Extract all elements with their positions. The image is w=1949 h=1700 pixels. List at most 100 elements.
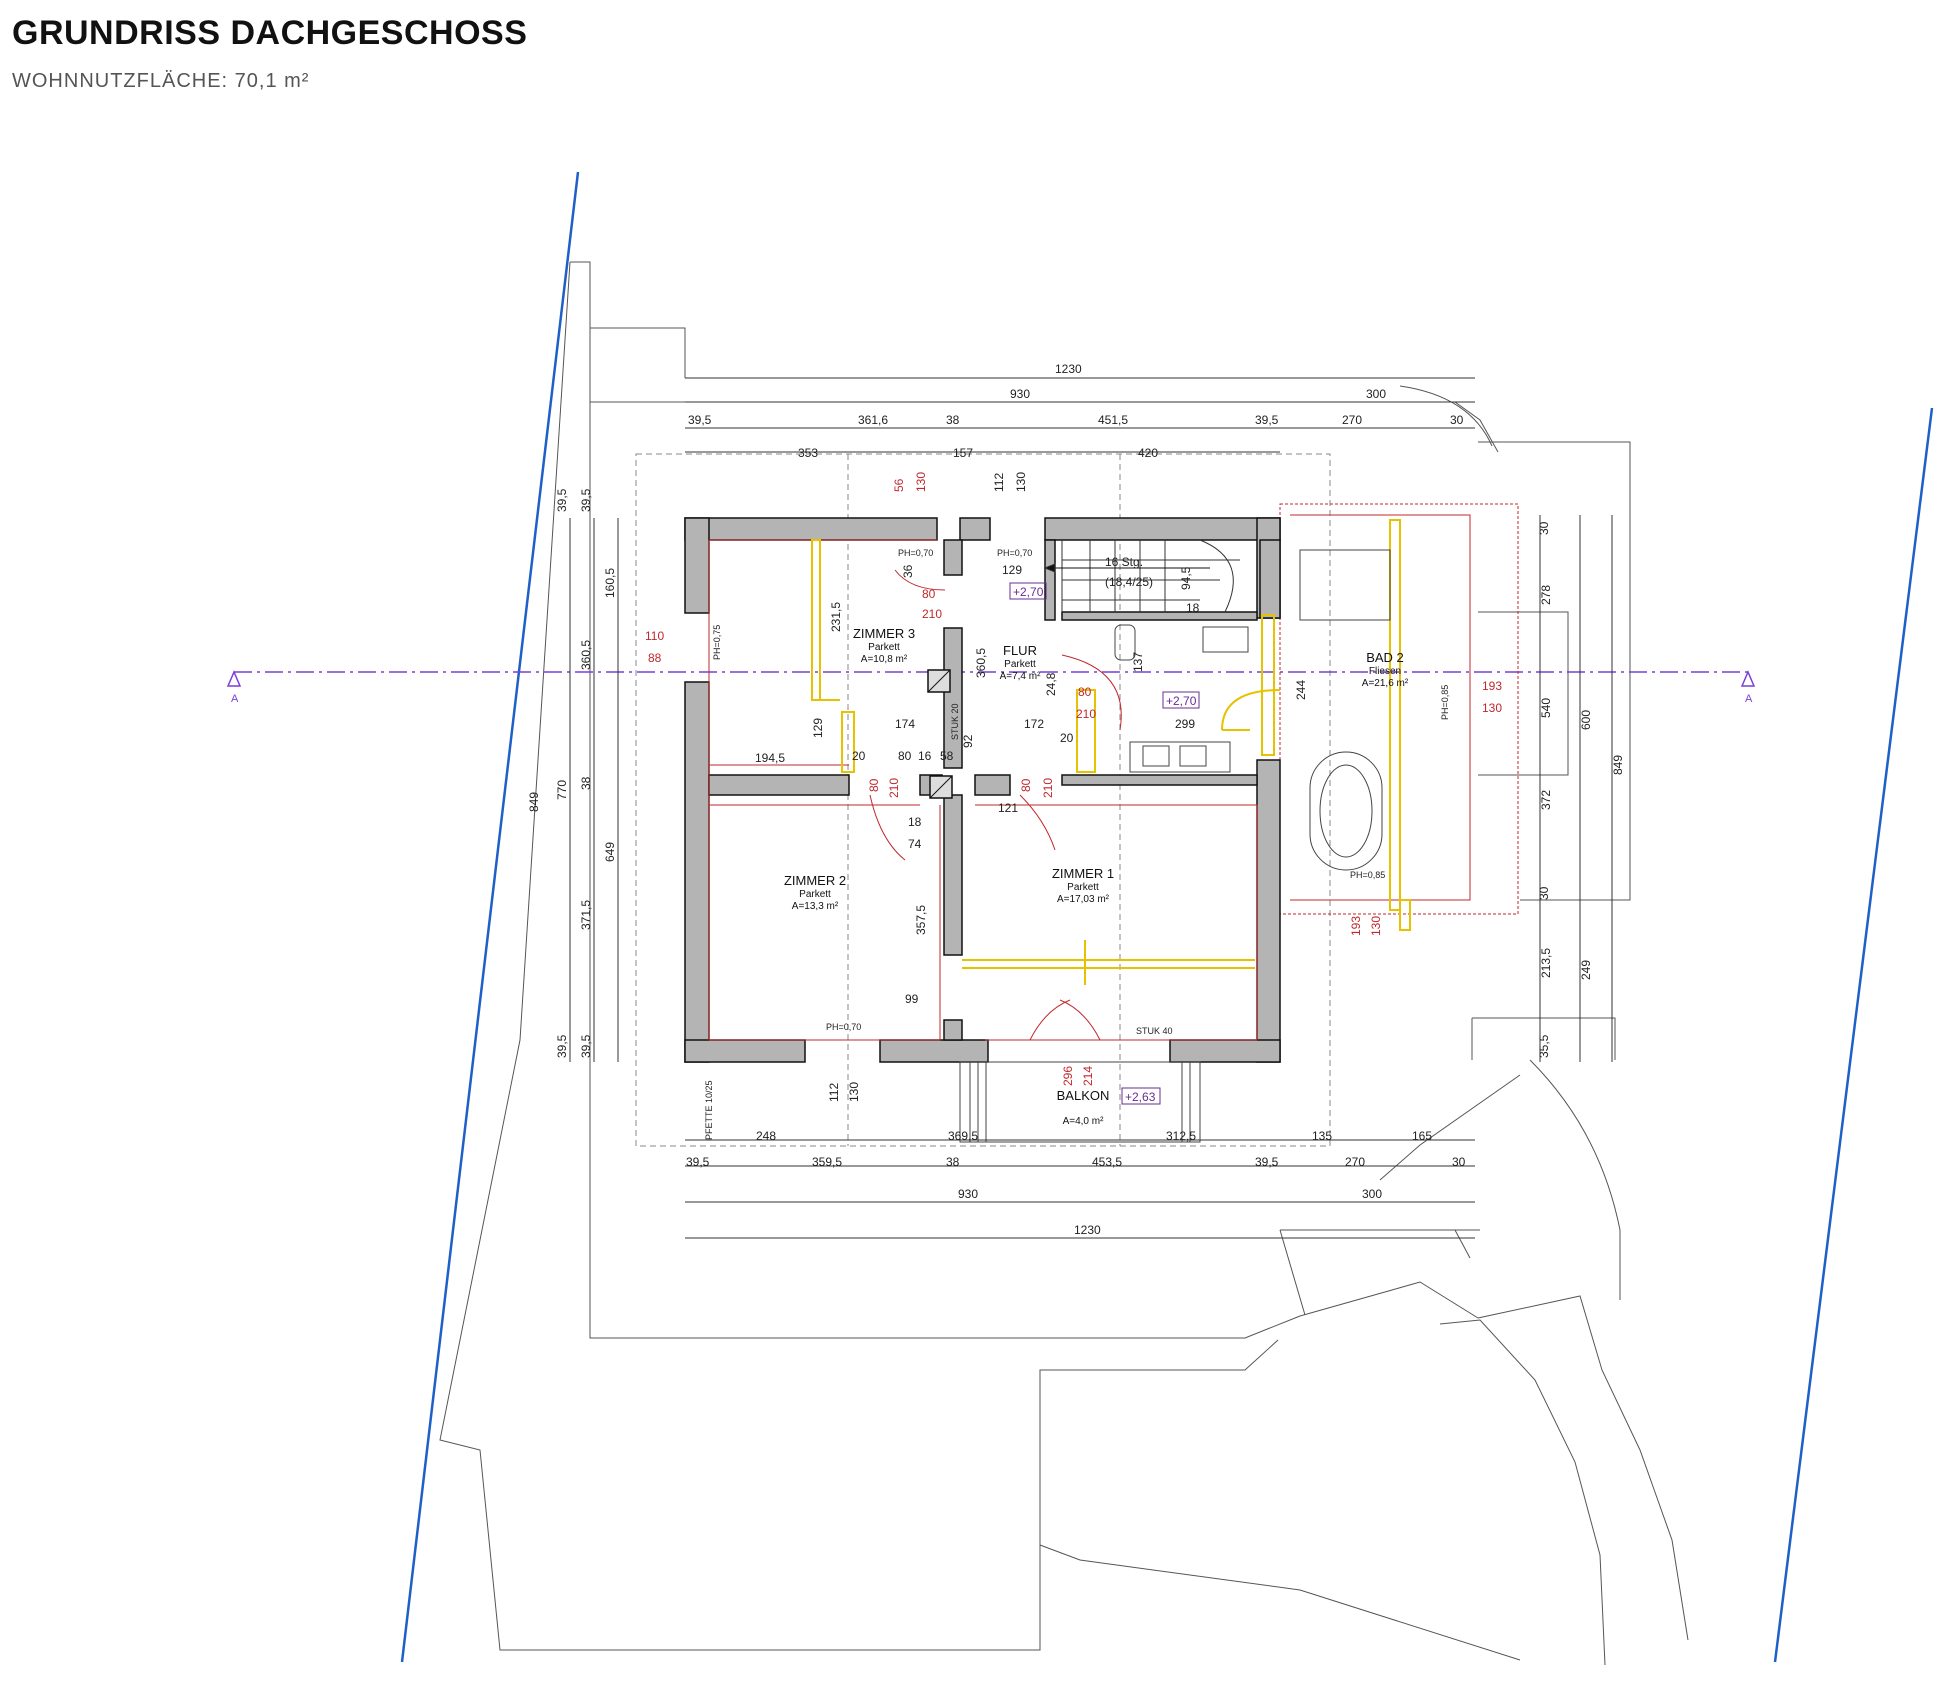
- dim-red-d210c: 210: [1041, 778, 1055, 798]
- label-ph070-a: PH=0,70: [898, 548, 933, 558]
- room-flur-area: A=7,4 m²: [1000, 671, 1042, 682]
- dim-inner-3575: 357,5: [914, 905, 928, 935]
- site-outline: [439, 261, 1689, 1666]
- balcony: [959, 1061, 1201, 1143]
- dim-left-649: 649: [603, 842, 617, 862]
- walls: [684, 517, 1281, 1063]
- dim-right-278: 278: [1539, 585, 1553, 605]
- room-zimmer2-name: ZIMMER 2: [784, 873, 846, 888]
- label-ph070-b: PH=0,70: [997, 548, 1032, 558]
- dim-bottom-3125: 312,5: [1166, 1129, 1196, 1143]
- dim-right-849: 849: [1611, 755, 1625, 775]
- stairs-ratio: (18,4/25): [1105, 575, 1153, 589]
- room-zimmer3-name: ZIMMER 3: [853, 626, 915, 641]
- stairs-steps: 16 Stg.: [1105, 555, 1143, 569]
- dim-top-130b: 130: [1014, 472, 1028, 492]
- dim-inner-74: 74: [908, 837, 922, 851]
- room-bad2-floor: Fliesen: [1369, 666, 1401, 677]
- staircase: [1043, 539, 1240, 613]
- dim-inner-1945: 194,5: [755, 751, 785, 765]
- dim-top-300: 300: [1366, 387, 1386, 401]
- section-line: A A: [226, 670, 1756, 705]
- label-ph085-b: PH=0,85: [1350, 870, 1385, 880]
- dim-red-d80a: 80: [922, 587, 936, 601]
- dim-red-w110: 110: [645, 629, 664, 643]
- dim-bottom-3595: 359,5: [812, 1155, 842, 1169]
- dim-bottom-3695: 369,5: [948, 1129, 978, 1143]
- dim-red-w130b: 130: [1369, 916, 1383, 936]
- dim-inner-58: 58: [940, 749, 954, 763]
- room-balkon-area: A=4,0 m²: [1063, 1116, 1105, 1127]
- dim-inner-299: 299: [1175, 717, 1195, 731]
- room-bad2-area: A=21,6 m²: [1362, 678, 1409, 689]
- dim-red-w193a: 193: [1482, 679, 1502, 693]
- dim-inner-945: 94,5: [1179, 566, 1193, 590]
- dim-left-849: 849: [527, 792, 541, 812]
- room-balkon-name: BALKON: [1057, 1088, 1110, 1103]
- dim-inner-20b: 20: [1060, 731, 1074, 745]
- section-marker-left: A: [231, 693, 239, 705]
- level-flur-box: [1009, 582, 1047, 600]
- dim-inner-3605: 360,5: [974, 648, 988, 678]
- dim-top-420: 420: [1138, 446, 1158, 460]
- dimension-lines: [569, 377, 1613, 1239]
- dim-right-30b: 30: [1537, 886, 1551, 900]
- dim-inner-129b: 129: [811, 718, 825, 738]
- dim-bottom-165: 165: [1412, 1129, 1432, 1143]
- dim-inner-174: 174: [895, 717, 915, 731]
- dim-red-d296: 296: [1061, 1066, 1075, 1086]
- dim-top-395a: 39,5: [688, 413, 712, 427]
- room-zimmer3-area: A=10,8 m²: [861, 654, 908, 665]
- dim-left-3605: 360,5: [579, 640, 593, 670]
- dim-right-355: 35,5: [1537, 1034, 1551, 1058]
- chimneys: [927, 669, 953, 799]
- dim-left-395c: 39,5: [555, 1034, 569, 1058]
- boundary-line-right: [1773, 407, 1934, 1663]
- dim-bottom-112: 112: [827, 1083, 841, 1102]
- level-bad-box: [1162, 691, 1200, 709]
- label-ph075: PH=0,75: [712, 625, 722, 660]
- dim-bottom-395a: 39,5: [686, 1155, 710, 1169]
- room-zimmer3-floor: Parkett: [868, 642, 900, 653]
- level-flur: +2,70: [1013, 585, 1044, 599]
- room-flur-floor: Parkett: [1004, 659, 1036, 670]
- room-zimmer2-floor: Parkett: [799, 889, 831, 900]
- room-zimmer2-area: A=13,3 m²: [792, 901, 839, 912]
- roof-outline-dashed: [635, 453, 1331, 1147]
- dim-bottom-300: 300: [1362, 1187, 1382, 1201]
- dim-bottom-130: 130: [847, 1082, 861, 1102]
- room-flur-name: FLUR: [1003, 643, 1037, 658]
- dim-bottom-135: 135: [1312, 1129, 1332, 1143]
- dim-inner-244: 244: [1294, 680, 1308, 700]
- dim-left-38: 38: [579, 776, 593, 790]
- dim-left-395b: 39,5: [579, 488, 593, 512]
- dim-red-d210d: 210: [1076, 707, 1096, 721]
- dim-red-w193b: 193: [1349, 916, 1363, 936]
- dim-red-d214: 214: [1081, 1066, 1095, 1086]
- page-subtitle: WOHNNUTZFLÄCHE: 70,1 m²: [12, 70, 310, 92]
- dim-inner-20a: 20: [852, 749, 866, 763]
- dim-right-30a: 30: [1537, 521, 1551, 535]
- label-ph085-a: PH=0,85: [1440, 685, 1450, 720]
- dim-left-770: 770: [555, 780, 569, 800]
- dim-red-w130a: 130: [1482, 701, 1502, 715]
- dim-inner-2315: 231,5: [829, 602, 843, 632]
- dim-top-112a: 112: [992, 473, 1006, 492]
- room-bad2-name: BAD 2: [1366, 650, 1404, 665]
- level-balkon-box: [1121, 1087, 1161, 1105]
- dim-left-395a: 39,5: [555, 488, 569, 512]
- dim-top-1230: 1230: [1055, 362, 1082, 376]
- section-marker-right: A: [1745, 693, 1753, 705]
- dim-inner-92: 92: [961, 734, 975, 748]
- dim-top-56: 56: [892, 478, 906, 492]
- dim-right-249: 249: [1579, 960, 1593, 980]
- label-stuk20: STUK 20: [950, 703, 960, 740]
- yellow-elements: [811, 519, 1411, 985]
- dim-top-157: 157: [953, 446, 973, 460]
- dim-red-d80d: 80: [1078, 685, 1092, 699]
- dim-red-d80b: 80: [867, 778, 881, 792]
- dim-bottom-248: 248: [756, 1129, 776, 1143]
- dim-inner-121: 121: [998, 801, 1018, 815]
- dim-left-1605: 160,5: [603, 568, 617, 598]
- room-zimmer1-area: A=17,03 m²: [1057, 894, 1110, 905]
